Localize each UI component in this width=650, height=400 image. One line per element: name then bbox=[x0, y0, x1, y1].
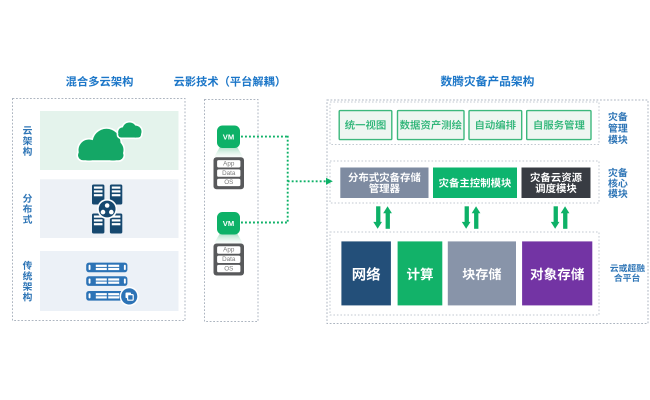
svg-text:OS: OS bbox=[224, 179, 233, 186]
svg-text:VM: VM bbox=[223, 132, 234, 141]
svg-text:Data: Data bbox=[222, 256, 236, 263]
svg-text:OS: OS bbox=[224, 265, 233, 272]
svg-text:VM: VM bbox=[223, 219, 234, 228]
svg-text:Data: Data bbox=[222, 170, 236, 177]
svg-text:App: App bbox=[223, 161, 235, 168]
svg-text:App: App bbox=[223, 247, 235, 254]
